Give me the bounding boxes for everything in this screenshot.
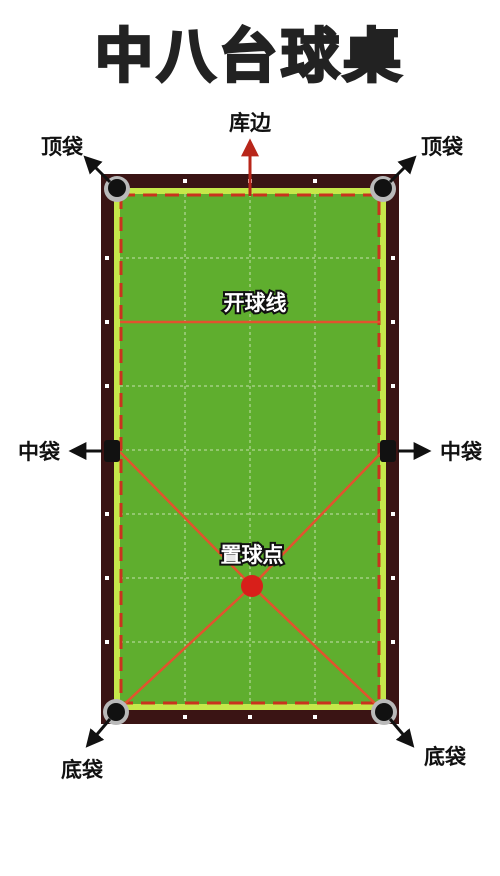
top-right-pocket-label: 顶袋	[421, 135, 464, 159]
middle-right-pocket	[380, 440, 396, 462]
top-right-pocket	[374, 179, 392, 197]
middle-right-pocket-label: 中袋	[440, 440, 483, 464]
top-left-pocket	[108, 179, 126, 197]
page-title-graphic: 中八台球桌	[93, 21, 405, 92]
top-left-pocket-label: 顶袋	[41, 135, 84, 159]
middle-left-pocket-label: 中袋	[18, 440, 61, 464]
pocket-arrows	[68, 155, 432, 748]
bottom-right-pocket	[375, 703, 393, 721]
page-title: 中八台球桌	[95, 22, 405, 90]
bottom-left-pocket	[107, 703, 125, 721]
rail-diamonds	[105, 179, 395, 719]
play-boundary	[119, 193, 381, 705]
break-line-label: 开球线	[224, 291, 287, 315]
cushion-label: 库边	[229, 111, 272, 135]
guide-lines	[117, 451, 383, 711]
bottom-left-pocket-label: 底袋	[61, 758, 104, 782]
middle-left-pocket	[104, 440, 120, 462]
bottom-right-pocket-label: 底袋	[424, 745, 467, 769]
foot-spot	[241, 575, 263, 597]
foot-spot-label: 置球点	[221, 543, 284, 567]
